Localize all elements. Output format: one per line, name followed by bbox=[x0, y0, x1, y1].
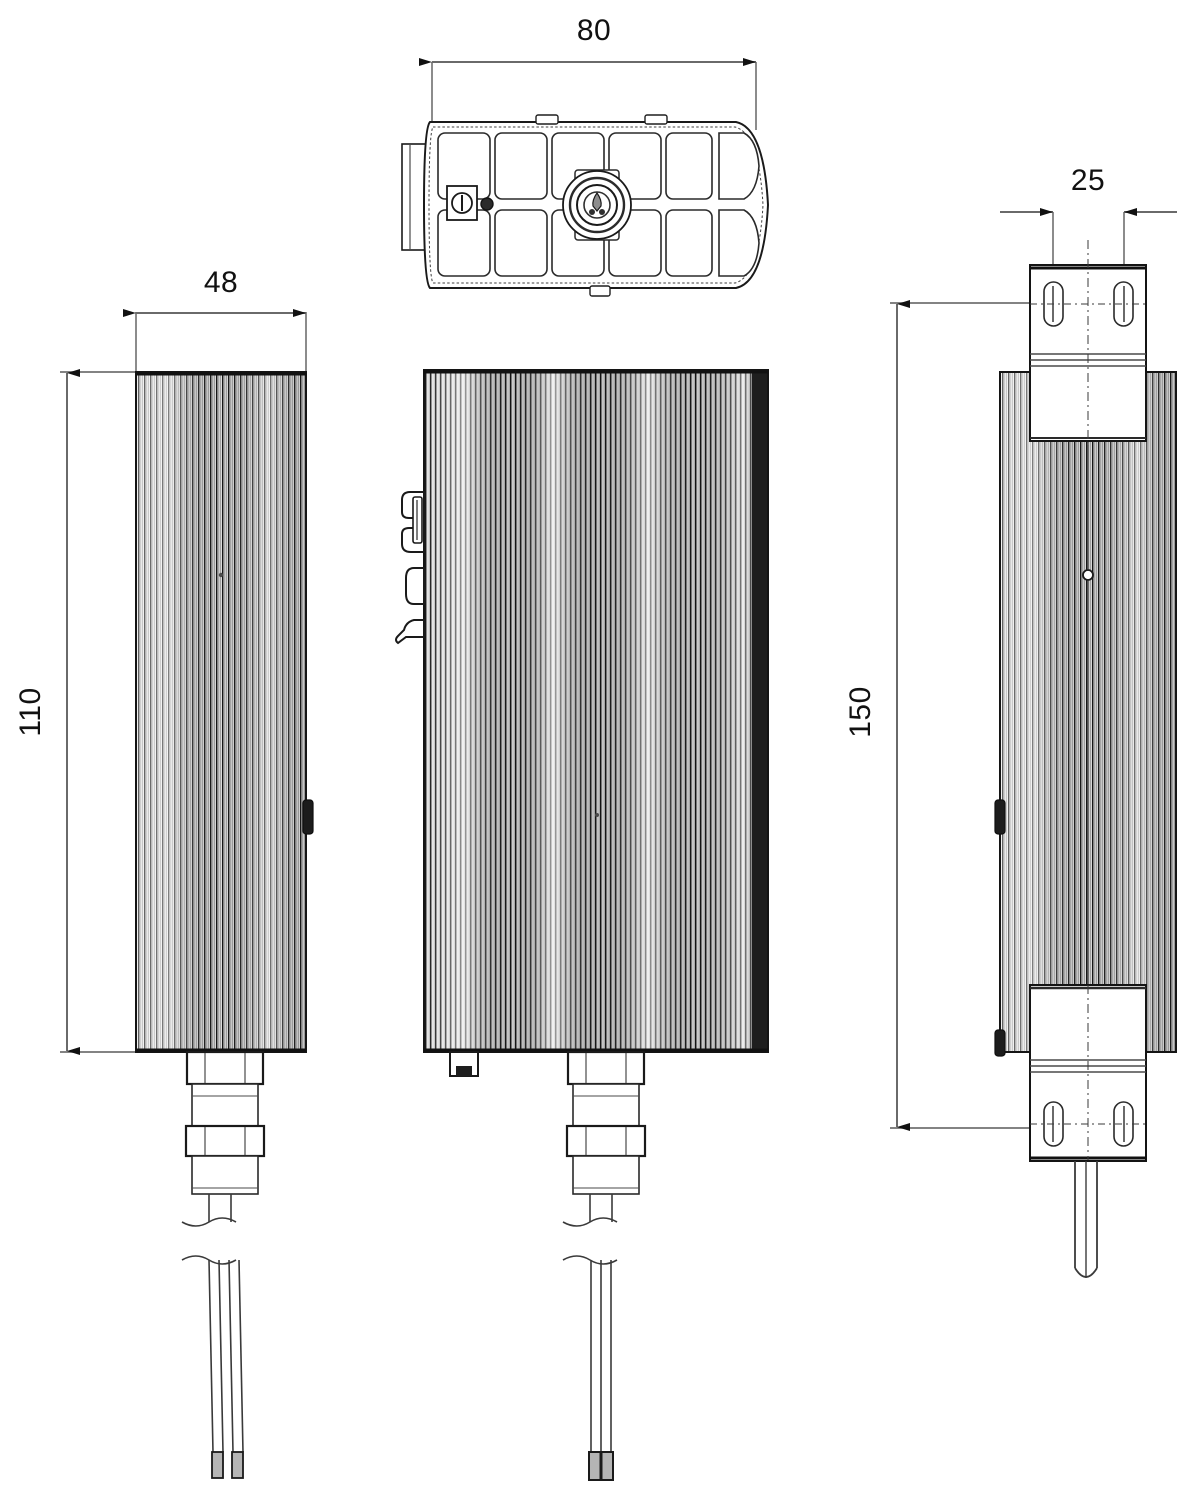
left-view: 48 110 bbox=[14, 266, 314, 1479]
left-view-body bbox=[135, 371, 314, 1053]
top-view-endcap bbox=[401, 143, 427, 251]
grille-inner-dashed bbox=[428, 126, 764, 284]
dimension-label-80: 80 bbox=[577, 14, 611, 47]
endcap-outer bbox=[401, 143, 427, 251]
lead-2-right bbox=[238, 1259, 244, 1453]
grille-cell bbox=[494, 209, 548, 277]
grille-cell bbox=[494, 132, 548, 200]
clip-mid bbox=[405, 567, 425, 605]
front-cable-gland bbox=[565, 1050, 647, 1195]
grille-cell bbox=[665, 209, 713, 277]
front-bottom-tab bbox=[449, 1051, 479, 1077]
center-hole bbox=[1082, 569, 1094, 581]
indicator-dot bbox=[480, 197, 494, 211]
side-notch-lower bbox=[994, 1029, 1006, 1057]
ferrule-1 bbox=[211, 1451, 224, 1479]
grille-cell bbox=[665, 132, 713, 200]
center-mark bbox=[595, 813, 599, 817]
break-symbol-upper bbox=[562, 1217, 618, 1227]
top-view: 80 bbox=[401, 14, 770, 297]
break-symbol-lower bbox=[562, 1255, 618, 1265]
surface-shading bbox=[424, 370, 764, 1052]
connector-key bbox=[592, 191, 602, 212]
clip-lower bbox=[395, 619, 425, 645]
gland-nut-upper bbox=[566, 1050, 646, 1086]
bottom-tab bbox=[589, 285, 611, 297]
center-mark bbox=[218, 572, 224, 578]
left-twin-cable bbox=[181, 1194, 244, 1479]
gland-mid bbox=[572, 1083, 640, 1127]
dimension-label-48: 48 bbox=[204, 266, 238, 299]
dimension-150: 150 bbox=[844, 300, 1030, 1131]
ferrule-2 bbox=[231, 1451, 244, 1479]
lead-1-left bbox=[208, 1259, 214, 1453]
side-notch bbox=[302, 799, 314, 835]
connector-pin bbox=[599, 209, 605, 215]
top-tab bbox=[644, 114, 668, 125]
tab-detail bbox=[456, 1066, 472, 1076]
lead-1-right bbox=[218, 1259, 224, 1453]
cable-end bbox=[1074, 1267, 1098, 1278]
right-dark-edge bbox=[752, 370, 768, 1052]
front-cable bbox=[562, 1194, 618, 1481]
gland-nut-upper bbox=[185, 1050, 265, 1086]
dimension-80: 80 bbox=[419, 14, 757, 130]
grille-cell-end bbox=[718, 132, 760, 200]
mounting-bracket-lower bbox=[1029, 984, 1147, 1162]
right-view: 25 150 bbox=[844, 164, 1177, 1278]
gland-mid bbox=[191, 1083, 259, 1127]
gland-nut-lower bbox=[565, 1124, 647, 1158]
right-view-body bbox=[994, 371, 1177, 1057]
top-tab bbox=[535, 114, 559, 125]
din-rail-clip bbox=[395, 491, 425, 645]
grille-cell-end bbox=[718, 209, 760, 277]
dimension-label-110: 110 bbox=[14, 687, 47, 736]
gland-nut-lower bbox=[184, 1124, 266, 1158]
dimension-48: 48 bbox=[123, 266, 307, 372]
dimension-label-25: 25 bbox=[1071, 164, 1105, 197]
mounting-bracket-upper bbox=[1029, 240, 1147, 445]
lead-2-left bbox=[228, 1259, 234, 1453]
dimension-label-150: 150 bbox=[844, 686, 877, 738]
left-cable-gland bbox=[184, 1050, 266, 1195]
front-view-body bbox=[423, 369, 769, 1053]
side-notch-upper bbox=[994, 799, 1006, 835]
front-view bbox=[395, 369, 769, 1481]
connector-pin bbox=[589, 209, 595, 215]
right-cable bbox=[1074, 1161, 1098, 1278]
break-symbol-upper bbox=[181, 1217, 237, 1227]
grille-cells-upper bbox=[437, 132, 760, 200]
m12-connector bbox=[562, 169, 632, 241]
surface-shading bbox=[136, 372, 306, 1052]
dimension-110: 110 bbox=[14, 369, 136, 1055]
terminal-screw bbox=[446, 185, 494, 221]
